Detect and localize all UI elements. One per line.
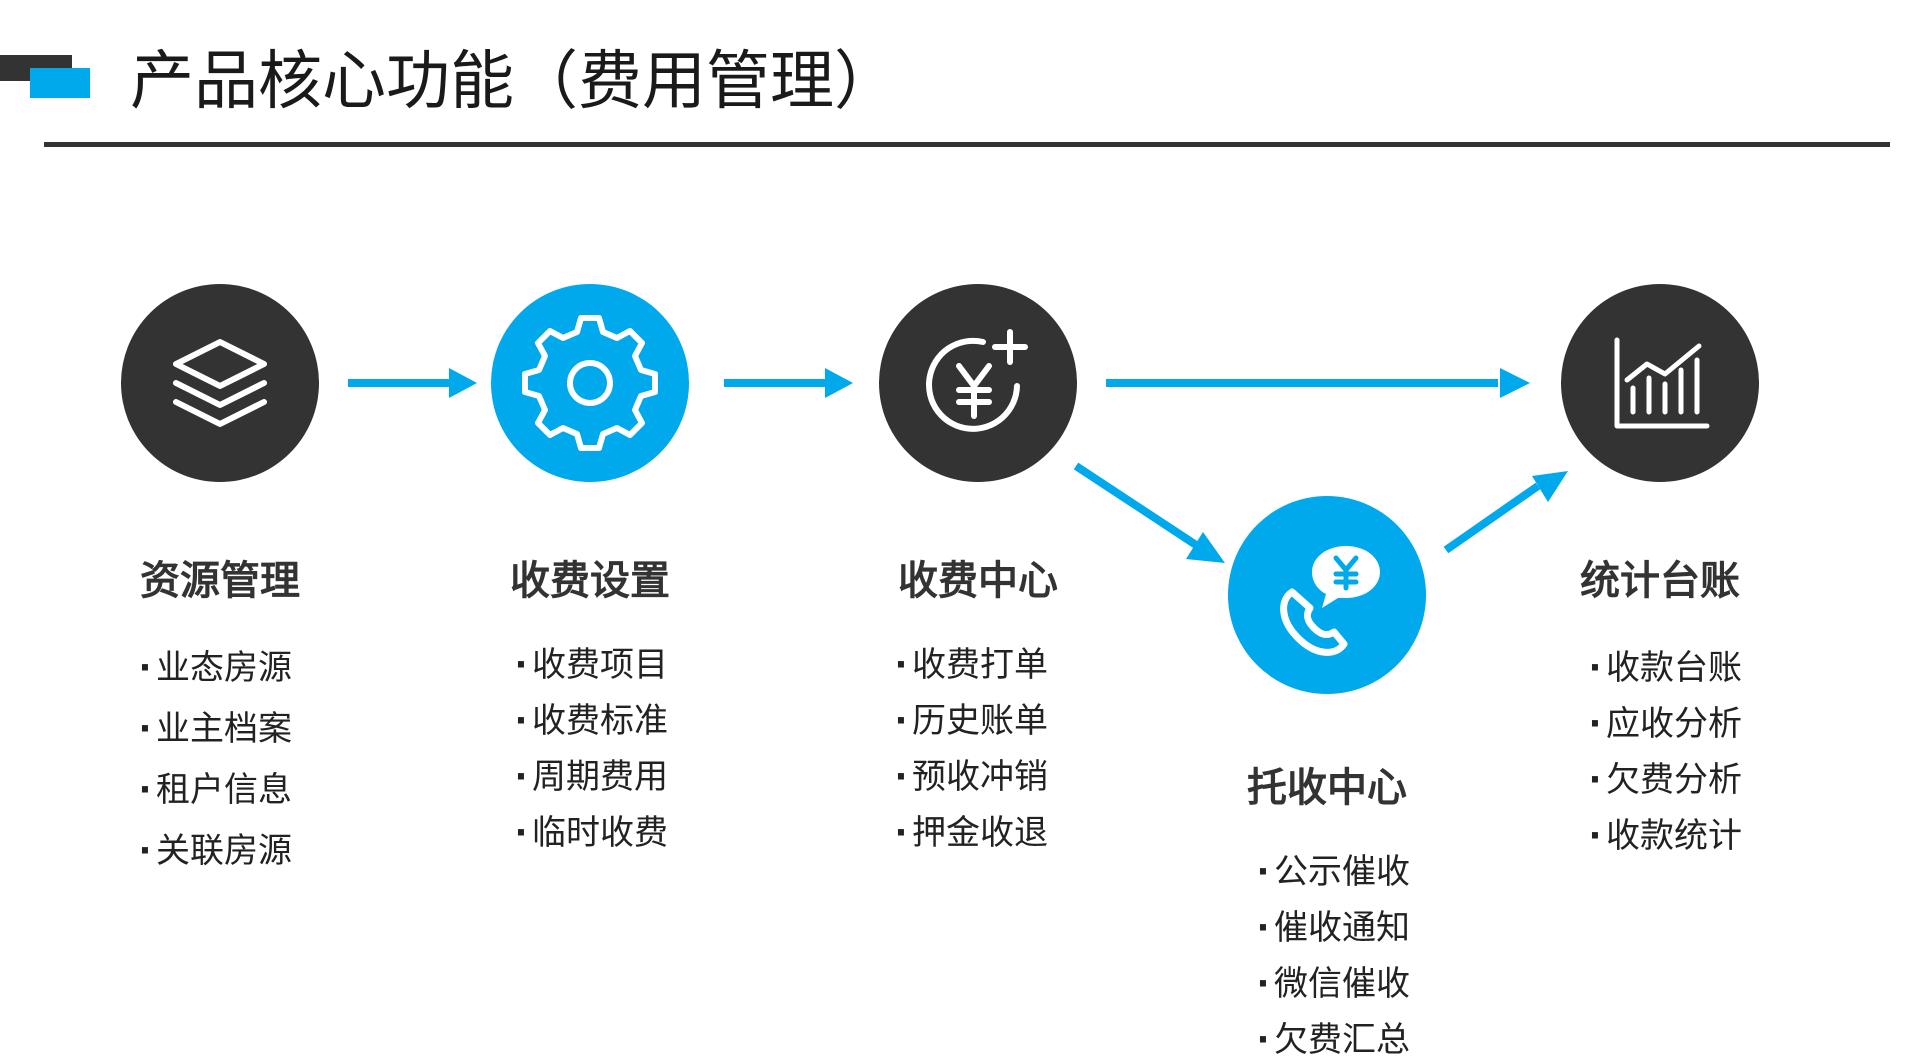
- list-item: 欠费分析: [1584, 752, 1742, 808]
- arrowhead-resource-to-setting: [449, 368, 477, 398]
- resource-items: 业态房源 业主档案 租户信息 关联房源: [134, 640, 292, 879]
- title-decoration-blue: [30, 68, 90, 98]
- list-item: 预收冲销: [890, 749, 1048, 805]
- gear-icon: [522, 315, 658, 451]
- list-item: 收费标准: [510, 693, 668, 749]
- list-item: 公示催收: [1252, 844, 1410, 900]
- charge-center-items: 收费打单 历史账单 预收冲销 押金收退: [890, 637, 1048, 861]
- node-collection-center: [1228, 496, 1426, 694]
- layers-icon: [173, 339, 267, 427]
- arrowhead-setting-to-center: [825, 368, 853, 398]
- list-item: 催收通知: [1252, 900, 1410, 956]
- arrow-center-to-collection: [1073, 462, 1199, 549]
- title-divider: [44, 142, 1890, 147]
- node-label-collection-center: 托收中心: [1247, 765, 1407, 811]
- node-statistics-ledger: [1561, 284, 1759, 482]
- list-item: 业态房源: [134, 640, 292, 696]
- list-item: 周期费用: [510, 749, 668, 805]
- list-item: 收款台账: [1584, 640, 1742, 696]
- node-label-statistics: 统计台账: [1580, 558, 1740, 604]
- arrowhead-center-to-stats: [1500, 368, 1530, 398]
- collection-center-items: 公示催收 催收通知 微信催收 欠费汇总: [1252, 844, 1410, 1062]
- yen-plus-icon: [926, 329, 1028, 432]
- arrowhead-collection-to-stats: [1532, 471, 1568, 502]
- node-charge-center: [879, 284, 1077, 482]
- list-item: 押金收退: [890, 805, 1048, 861]
- phone-yen-icon: [1280, 546, 1380, 656]
- list-item: 应收分析: [1584, 696, 1742, 752]
- list-item: 临时收费: [510, 805, 668, 861]
- node-label-charge-center: 收费中心: [898, 558, 1058, 604]
- node-charge-settings: [491, 284, 689, 482]
- node-label-resource: 资源管理: [140, 558, 300, 604]
- charge-settings-items: 收费项目 收费标准 周期费用 临时收费: [510, 637, 668, 861]
- list-item: 收费项目: [510, 637, 668, 693]
- list-item: 业主档案: [134, 701, 292, 757]
- statistics-items: 收款台账 应收分析 欠费分析 收款统计: [1584, 640, 1742, 864]
- arrow-collection-to-stats: [1443, 482, 1541, 554]
- page-title: 产品核心功能（费用管理）: [130, 45, 898, 119]
- list-item: 租户信息: [134, 762, 292, 818]
- list-item: 关联房源: [134, 823, 292, 879]
- arrowhead-center-to-collection: [1186, 532, 1225, 563]
- bar-chart-icon: [1614, 337, 1710, 429]
- list-item: 收款统计: [1584, 808, 1742, 864]
- list-item: 欠费汇总: [1252, 1012, 1410, 1062]
- node-resource-management: [121, 284, 319, 482]
- node-label-charge-settings: 收费设置: [510, 558, 670, 604]
- list-item: 收费打单: [890, 637, 1048, 693]
- list-item: 历史账单: [890, 693, 1048, 749]
- list-item: 微信催收: [1252, 956, 1410, 1012]
